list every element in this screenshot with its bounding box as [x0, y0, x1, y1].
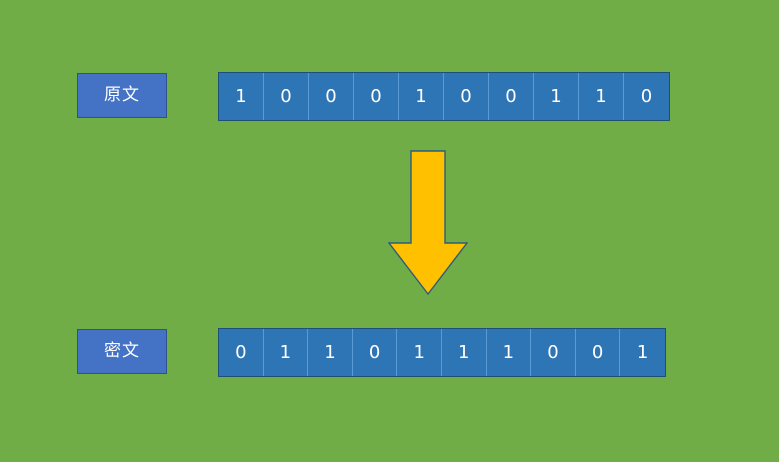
bit-cell: 0: [531, 329, 576, 376]
bit-cell: 1: [308, 329, 353, 376]
bit-cell: 0: [309, 73, 354, 120]
bit-cell: 1: [441, 329, 487, 376]
bit-cell: 1: [263, 329, 309, 376]
down-arrow: [388, 150, 468, 296]
plaintext-label-box: 原文: [77, 73, 167, 118]
bit-cell: 1: [486, 329, 532, 376]
bit-cell: 1: [397, 329, 442, 376]
bit-cell: 0: [624, 73, 669, 120]
down-arrow-icon: [388, 150, 468, 296]
ciphertext-label-text: 密文: [104, 341, 140, 361]
ciphertext-label-box: 密文: [77, 329, 167, 374]
down-arrow-polygon: [388, 150, 468, 296]
bit-cell: 1: [579, 73, 624, 120]
bit-cell: 0: [264, 73, 309, 120]
plaintext-label-text: 原文: [104, 85, 140, 105]
bit-cell: 1: [399, 73, 444, 120]
bit-cell: 0: [575, 329, 621, 376]
bit-cell: 0: [354, 73, 399, 120]
bit-cell: 1: [534, 73, 579, 120]
bit-cell: 0: [444, 73, 489, 120]
bit-cell: 0: [352, 329, 398, 376]
bit-cell: 1: [219, 73, 264, 120]
bit-cell: 0: [489, 73, 534, 120]
bit-cell: 1: [620, 329, 665, 376]
bit-cell: 0: [219, 329, 264, 376]
